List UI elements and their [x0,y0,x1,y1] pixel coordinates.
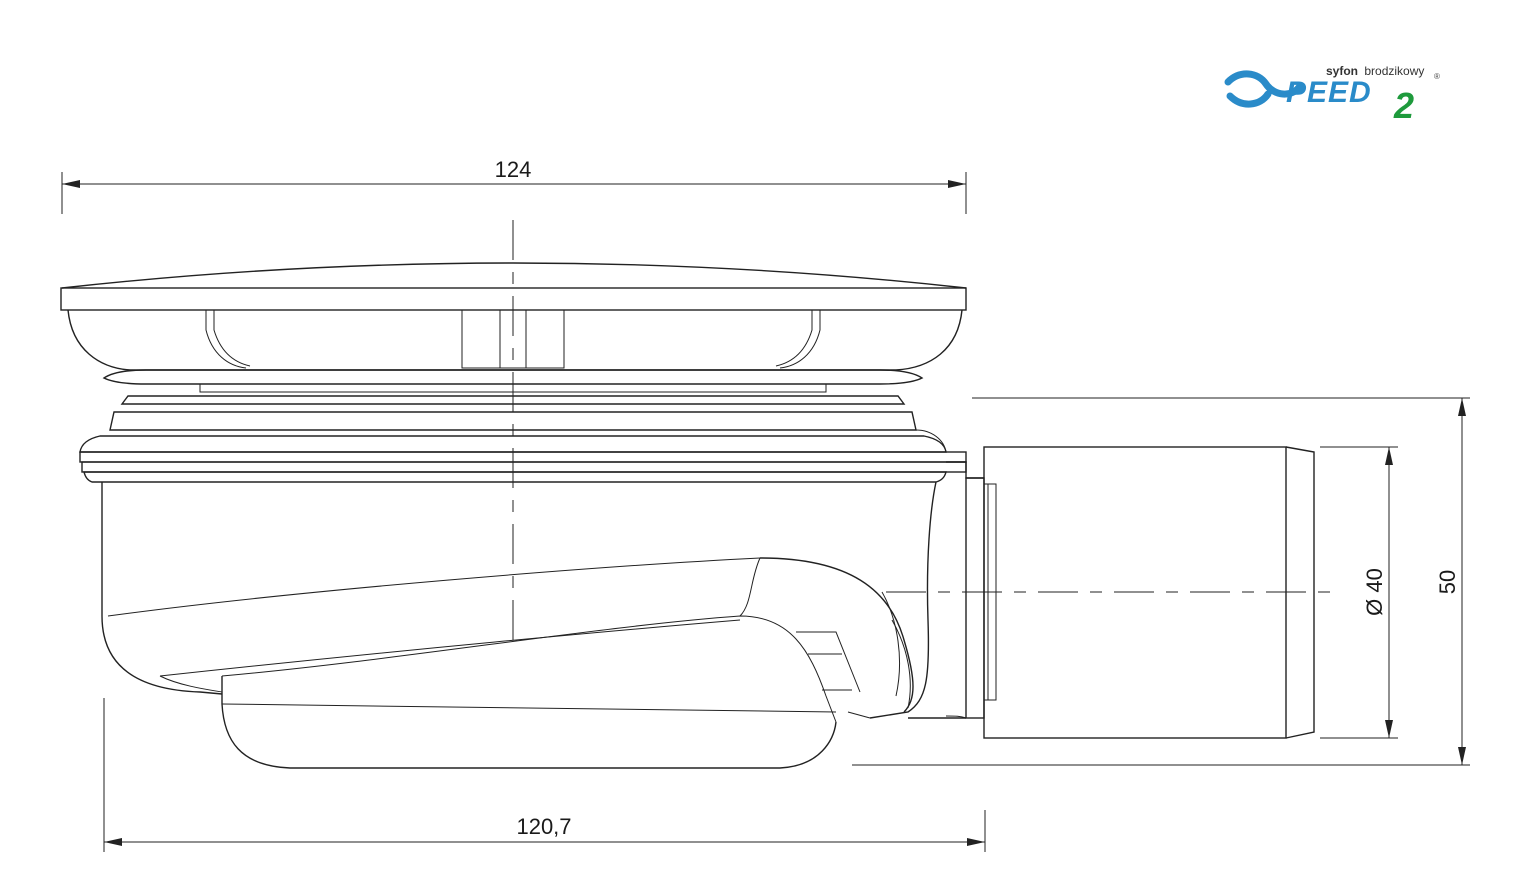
dimension-diameter-label: Ø 40 [1362,568,1387,616]
wave-icon [1224,70,1304,108]
dimension-diameter: Ø 40 [1320,446,1398,739]
drain-body [101,481,937,769]
logo-number: 2 [1393,85,1414,126]
dimension-height-label: 50 [1435,570,1460,594]
drain-flange [79,369,967,483]
dimension-bottom-label: 120,7 [516,814,571,839]
dimension-top: 124 [61,157,967,214]
registered-mark: ® [1434,72,1440,81]
brand-logo: syfon brodzikowy PEED 2 ® [1224,64,1440,126]
svg-text:syfon brodzikowy: syfon brodzikowy [1326,64,1424,78]
logo-subtitle: brodzikowy [1364,64,1424,78]
dimension-bottom: 120,7 [103,698,986,852]
dimension-height: 50 [852,397,1470,766]
logo-subtitle-bold: syfon [1326,64,1358,78]
centerlines [512,220,1340,646]
dimension-top-label: 124 [495,157,532,182]
logo-wordmark: PEED [1286,76,1372,109]
